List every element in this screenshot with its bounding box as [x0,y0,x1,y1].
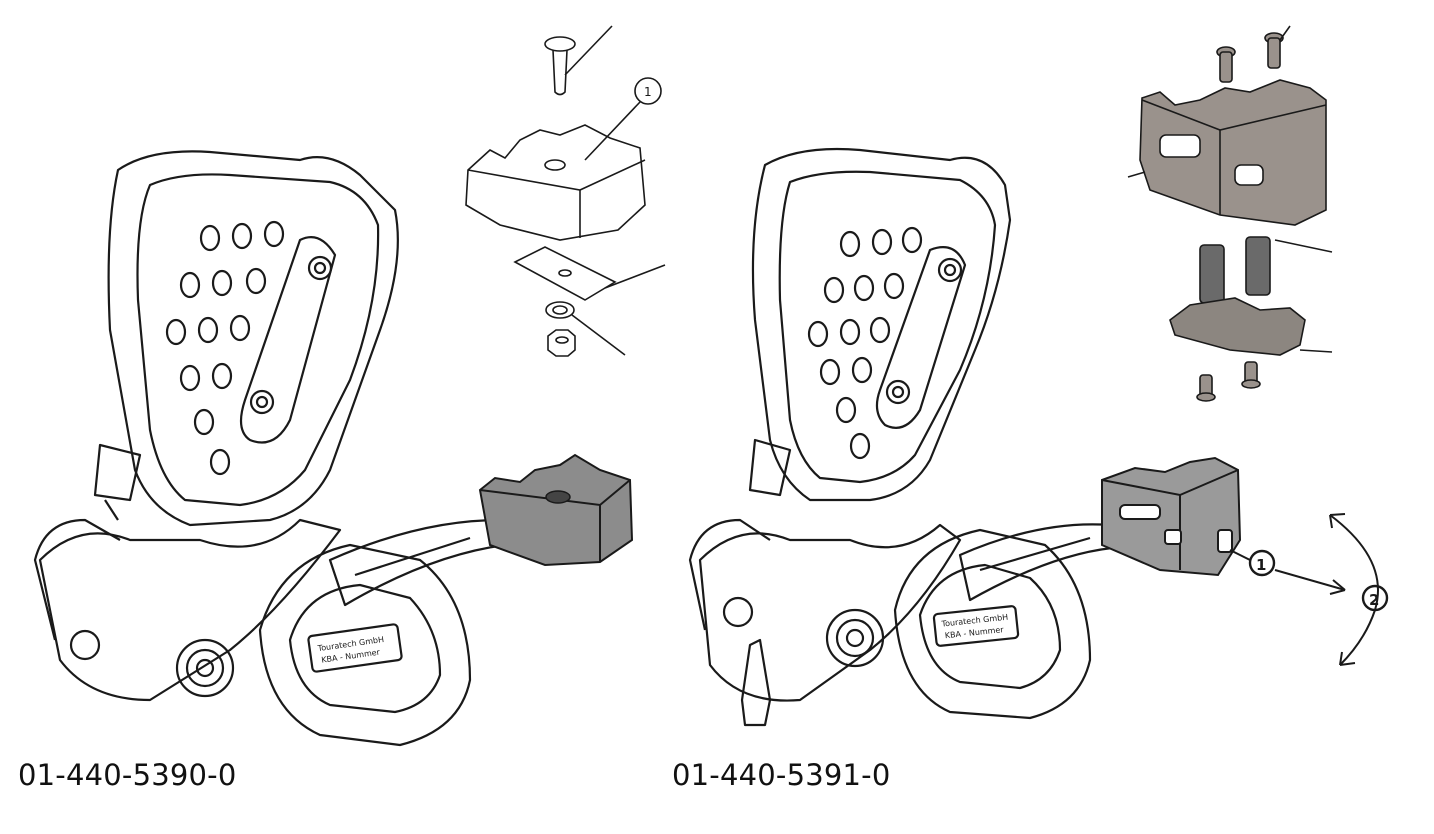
left-panel: 01-440-5390-0 [0,0,700,834]
screw-icon [1216,32,1284,83]
right-exploded-view [1127,25,1333,402]
right-callout-1: 1 [1256,556,1266,574]
washer-icon [545,301,575,319]
right-callout-2: 2 [1369,591,1379,609]
screw-icon [544,36,576,96]
right-extension-block [1101,456,1242,577]
adjustment-arrows [1229,513,1389,666]
left-callout-1: 1 [644,85,652,99]
left-toe-block [478,453,634,567]
left-part-number: 01-440-5390-0 [18,758,237,792]
nut-icon [547,329,576,357]
spacer-icon [1199,236,1271,304]
right-panel: 01-440-5391-0 [672,0,1434,834]
left-exploded-view [465,25,666,357]
right-part-number: 01-440-5391-0 [672,758,891,792]
screw-icon [1196,361,1261,402]
right-footrest-assembly [688,147,1114,727]
